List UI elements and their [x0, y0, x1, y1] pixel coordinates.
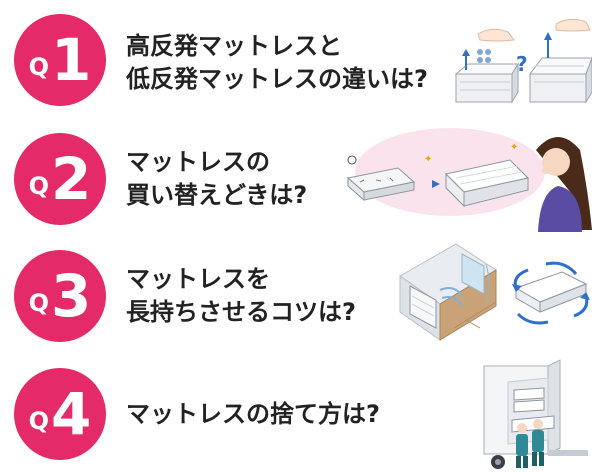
question-line: 低反発マットレスの違いは?	[126, 65, 428, 93]
badge-number: 2	[51, 145, 92, 213]
question-text-4: マットレスの捨て方は?	[126, 398, 380, 431]
svg-text:✦: ✦	[510, 142, 518, 153]
badge-q-letter: Q	[28, 53, 50, 81]
question-line: 買い替えどきは?	[126, 181, 308, 209]
question-text-3: マットレスを 長持ちさせるコツは?	[126, 263, 356, 329]
badge-number: 4	[51, 380, 92, 448]
badge-number: 1	[51, 26, 92, 94]
question-text-1: 高反発マットレスと 低反発マットレスの違いは?	[126, 30, 428, 96]
badge-number: 3	[51, 262, 92, 330]
question-line: マットレスの捨て方は?	[126, 400, 380, 428]
question-text-2: マットレスの 買い替えどきは?	[126, 146, 307, 212]
disposal-truck-illustration	[478, 358, 592, 472]
question-line: 高反発マットレスと	[126, 32, 342, 60]
question-line: マットレスを	[126, 265, 270, 293]
question-mark: ?	[516, 52, 528, 76]
badge-q-letter: Q	[28, 407, 50, 435]
question-line: 長持ちさせるコツは?	[126, 298, 356, 326]
ventilate-and-rotate-illustration	[396, 236, 592, 348]
worn-vs-new-mattress-illustration: ✦ ✦	[340, 120, 592, 232]
badge-q-letter: Q	[28, 289, 50, 317]
svg-text:✦: ✦	[424, 154, 432, 165]
question-line: マットレスの	[126, 148, 270, 176]
rebound-comparison-illustration: ?	[452, 14, 592, 106]
badge-q-letter: Q	[28, 172, 50, 200]
